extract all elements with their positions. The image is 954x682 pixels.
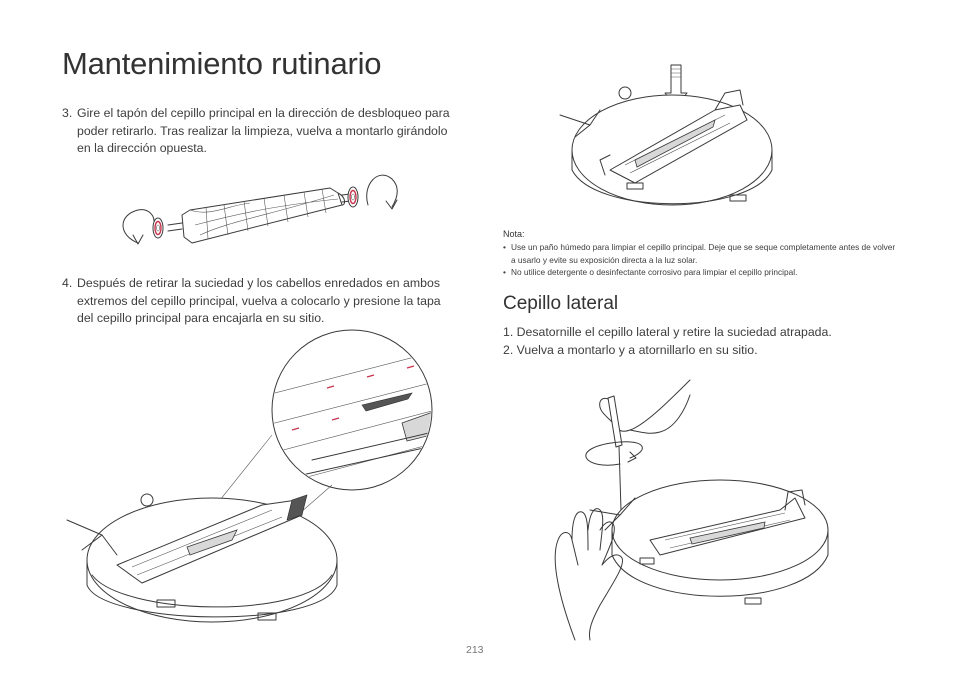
page-title: Mantenimiento rutinario xyxy=(62,46,382,81)
section-heading: Cepillo lateral xyxy=(503,293,619,314)
brush-cover-illustration xyxy=(66,329,433,623)
rotate-arrow-icon xyxy=(585,441,643,466)
note-list: Use un paño húmedo para limpiar el cepil… xyxy=(503,241,898,279)
step-text: Gire el tapón del cepillo principal en l… xyxy=(77,106,450,156)
step-3: 3. Gire el tapón del cepillo principal e… xyxy=(62,105,454,158)
note-item: Use un paño húmedo para limpiar el cepil… xyxy=(503,241,898,266)
main-brush-illustration xyxy=(122,174,398,245)
side-brush-icon xyxy=(559,109,601,138)
side-brush-screwdriver-illustration xyxy=(554,379,829,641)
step-text: Después de retirar la suciedad y los cab… xyxy=(77,276,441,326)
zoom-detail-circle xyxy=(271,329,433,491)
side-brush-icon xyxy=(66,519,118,556)
note-item: No utilice detergente o desinfectante co… xyxy=(503,266,898,279)
side-brush-step-1: 1. Desatornille el cepillo lateral y ret… xyxy=(503,325,832,339)
side-brush-step-2: 2. Vuelva a montarlo y a atornillarlo en… xyxy=(503,343,758,357)
rotate-arrow-right-icon xyxy=(366,174,398,208)
note-label: Nota: xyxy=(503,229,525,239)
brush-cover-press-illustration xyxy=(559,64,773,206)
step-number: 4. xyxy=(62,276,73,290)
rotate-arrow-left-icon xyxy=(122,209,155,244)
step-4: 4. Después de retirar la suciedad y los … xyxy=(62,275,454,328)
page-number: 213 xyxy=(466,644,484,656)
screwdriver-icon xyxy=(607,395,623,448)
step-number: 3. xyxy=(62,106,73,120)
